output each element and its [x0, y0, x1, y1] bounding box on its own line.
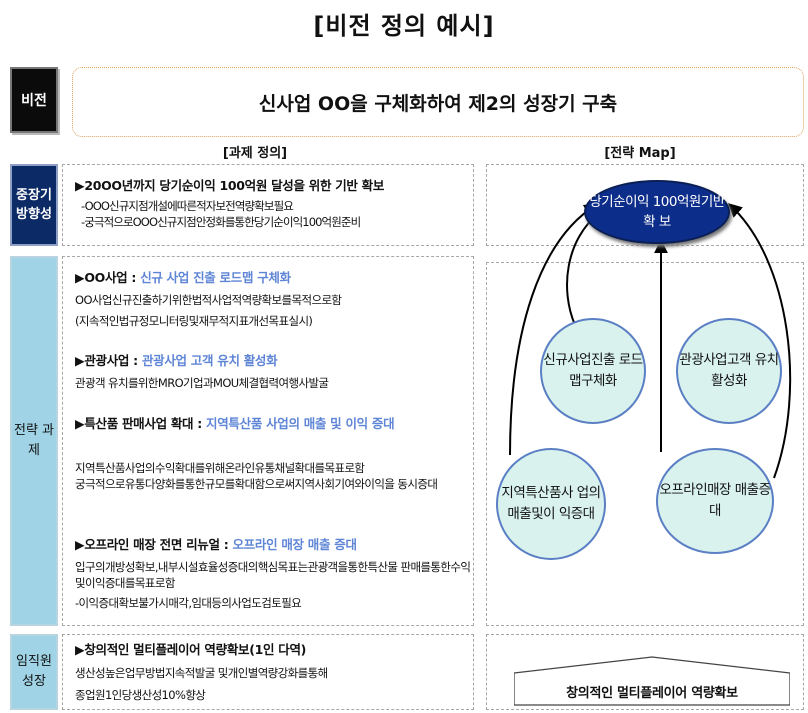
vision-statement: 신사업 OO을 구체화하여 제2의 성장기 구축	[72, 67, 804, 137]
direction-label: 중장기 방향성	[10, 164, 58, 246]
arrow-specialty-to-goal	[509, 203, 599, 456]
growth-line-1: 생산성높은업무방법지속적발굴 및개인별역량강화를통해	[75, 666, 328, 680]
goal-node: 당기순이익 100억원기반확 보	[584, 180, 730, 244]
task-1-line-1: OO사업신규진출하기위한법적사업적역량확보를목적으로함	[75, 293, 342, 307]
direction-heading: ▶20OO년까지 당기순이익 100억원 달성을 위한 기반 확보	[75, 178, 385, 193]
tasks-label: 전략 과제	[10, 256, 58, 626]
task-4-title: ▶오프라인 매장 전면 리뉴얼 :	[75, 537, 229, 552]
tasks-panel: ▶OO사업 : 신규 사업 진출 로드맵 구체화 OO사업신규진출하기위한법적사…	[62, 256, 474, 626]
task-2-heading: ▶관광사업 : 관광사업 고객 유치 활성화	[75, 352, 471, 370]
task-3-heading: ▶특산품 판매사업 확대 : 지역특산품 사업의 매출 및 이익 증대	[75, 415, 471, 433]
direction-line-1: -OOO신규지점개설에따른적자보전역량확보필요	[81, 199, 294, 213]
task-1-subtitle: 신규 사업 진출 로드맵 구체화	[140, 270, 291, 285]
task-1-line-2: (지속적인법규정모니터링및재무적지표개선목표실시)	[75, 314, 313, 328]
strategy-map-header: [전략 Map]	[604, 146, 676, 161]
arrow-tourism-to-goal	[727, 203, 792, 479]
growth-panel: ▶창의적인 멀티플레이어 역량확보(1인 다역) 생산성높은업무방법지속적발굴 …	[62, 634, 474, 710]
growth-line-2: 종업원1인당생산성10%향상	[75, 688, 206, 702]
direction-line-2: -궁극적으로OOO신규지점안정화를통한당기순이익100억원준비	[81, 215, 361, 229]
task-3-subtitle: 지역특산품 사업의 매출 및 이익 증대	[206, 416, 395, 431]
node-tourism: 관광사업고객 유치활성화	[676, 318, 782, 424]
task-4-line-1: 입구의개방성확보,내부시설효율성증대의핵심목표는관광객을통한특산물 판매를통한수…	[75, 560, 471, 590]
task-3-line-1: 지역특산품사업의수익확대를위해온라인유통채널확대를목표로함	[75, 461, 365, 475]
growth-heading: ▶창의적인 멀티플레이어 역량확보(1인 다역)	[75, 642, 307, 657]
task-1-title: ▶OO사업 :	[75, 270, 137, 285]
growth-label: 임직원 성장	[10, 634, 58, 710]
node-new-business: 신규사업진출 로드맵구체화	[540, 318, 646, 424]
node-offline: 오프라인매장 매출증대	[656, 448, 774, 554]
page-title: [비전 정의 예시]	[313, 12, 495, 40]
direction-panel: ▶20OO년까지 당기순이익 100억원 달성을 위한 기반 확보 -OOO신규…	[62, 164, 474, 246]
task-4-line-2: -이익증대확보불가시매각,임대등의사업도검토필요	[75, 596, 302, 610]
task-4-subtitle: 오프라인 매장 매출 증대	[232, 537, 357, 552]
vision-label: 비전	[10, 67, 58, 133]
base-pentagon-shape	[514, 656, 790, 706]
base-capability-label: 창의적인 멀티플레이어 역량확보	[566, 686, 738, 701]
task-2-title: ▶관광사업 :	[75, 353, 138, 368]
task-2-subtitle: 관광사업 고객 유치 활성화	[141, 353, 278, 368]
task-1-heading: ▶OO사업 : 신규 사업 진출 로드맵 구체화	[75, 269, 471, 287]
task-3-line-2: 궁극적으로유통다양화를통한규모를확대함으로써지역사회기여와이익을 동시증대	[75, 477, 438, 491]
task-2-line-1: 관광객 유치를위한MRO기업과MOU체결협력여행사발굴	[75, 376, 329, 390]
task-3-title: ▶특산품 판매사업 확대 :	[75, 416, 202, 431]
task-4-heading: ▶오프라인 매장 전면 리뉴얼 : 오프라인 매장 매출 증대	[75, 536, 471, 554]
node-specialty: 지역특산품사 업의매출및이 익증대	[496, 448, 606, 560]
task-definition-header: [과제 정의]	[222, 146, 288, 161]
